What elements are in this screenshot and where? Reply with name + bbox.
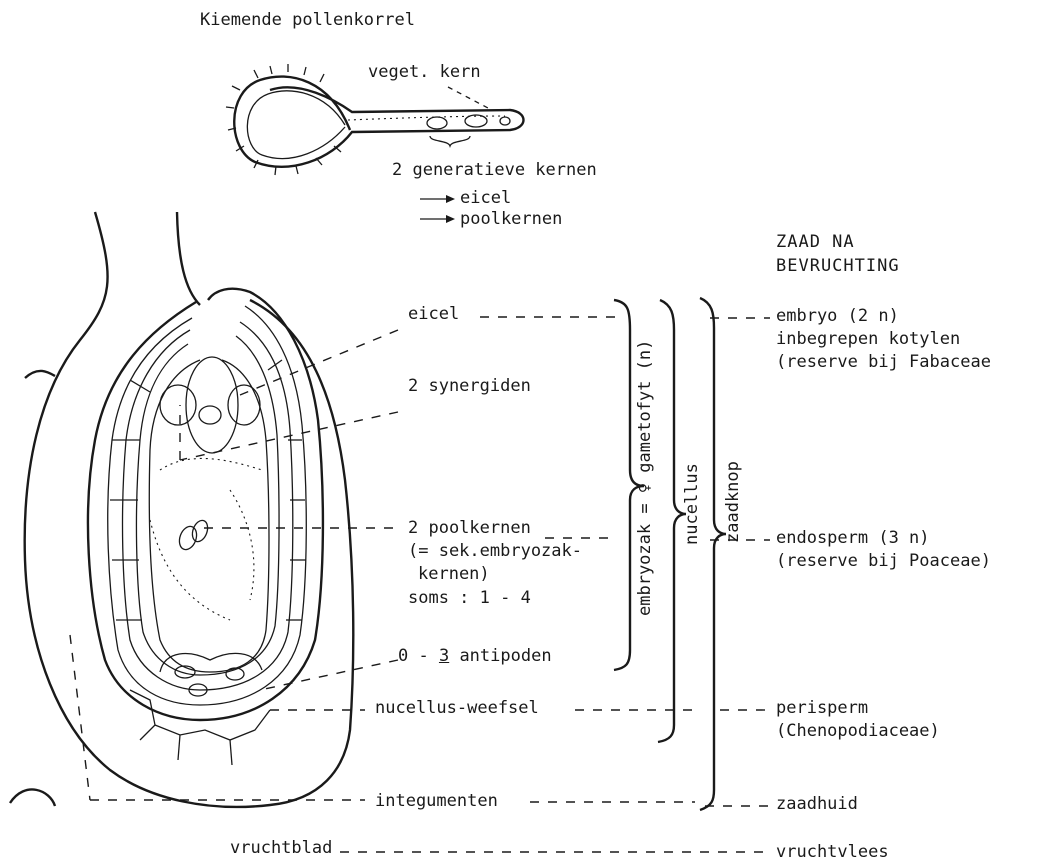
label-nucellus-weefsel: nucellus-weefsel [375, 698, 539, 718]
label-sek-kernen: kernen) [418, 564, 490, 584]
label-sek-embryozak: (= sek.embryozak- [408, 541, 582, 561]
antipoden-suffix: antipoden [449, 646, 551, 666]
label-vruchtblad: vruchtblad [230, 838, 332, 858]
margin-mark-1 [25, 371, 55, 378]
label-eicel: eicel [408, 304, 459, 324]
leader-eicel-to-cell [240, 330, 398, 395]
inner-integument-outer [123, 322, 293, 690]
label-arrow-poolkernen: poolkernen [460, 209, 562, 229]
ovule-drawing [10, 212, 353, 807]
synergid-left [160, 385, 196, 425]
label-integumenten: integumenten [375, 791, 498, 811]
label-zaadknop-vertical: zaadknop [723, 463, 743, 543]
egg-cell [186, 357, 238, 453]
label-endosperm: endosperm (3 n) [776, 528, 930, 548]
label-perisperm: perisperm [776, 698, 868, 718]
label-poolkernen: 2 poolkernen [408, 518, 531, 538]
label-arrow-eicel: eicel [460, 188, 511, 208]
leader-antipoden [260, 660, 398, 690]
arrow-poolkernen-head [446, 215, 455, 223]
pollen-grain-outer-wall [234, 77, 523, 167]
polar-nucleus-2 [190, 518, 211, 543]
antipoden-prefix: 0 - [398, 646, 439, 666]
label-embryozak-gametofyt: embryozak = ♀ gametofyt (n) [635, 356, 655, 616]
pollen-cytoplasm [348, 116, 505, 120]
arrow-eicel-head [446, 195, 455, 203]
integument-cell-walls [110, 360, 306, 620]
carpel-style-line [177, 212, 200, 305]
label-embryo-kotylen: inbegrepen kotylen [776, 329, 960, 349]
label-vruchtvlees: vruchtvlees [776, 842, 889, 862]
pollen-grain-inner-wall [247, 91, 345, 159]
embryo-sac [149, 360, 269, 672]
vegetative-nucleus [500, 117, 510, 125]
label-chenopodiaceae: (Chenopodiaceae) [776, 721, 940, 741]
label-generatieve-kernen: 2 generatieve kernen [392, 160, 597, 180]
egg-cell-nucleus [199, 406, 221, 424]
polar-nucleus-1 [176, 524, 199, 552]
generative-nucleus-2 [465, 115, 487, 127]
heading-bevruchting: BEVRUCHTING [776, 256, 900, 276]
label-embryo: embryo (2 n) [776, 306, 899, 326]
leader-integumenten-vert [70, 635, 90, 800]
bracket-zaadknop [700, 298, 726, 810]
label-veget-kern: veget. kern [368, 62, 481, 82]
diagram-title: Kiemende pollenkorrel [200, 10, 415, 30]
leader-lines [70, 317, 770, 852]
generative-nucleus-1 [427, 117, 447, 129]
label-embryo-reserve: (reserve bij Fabaceae [776, 352, 991, 372]
label-nucellus-vertical: nucellus [682, 465, 702, 545]
brackets [614, 298, 726, 810]
nucellus-tissue-cells [130, 690, 270, 765]
label-zaadhuid: zaadhuid [776, 794, 858, 814]
label-synergiden: 2 synergiden [408, 376, 531, 396]
veget-kern-leader [448, 87, 488, 108]
margin-mark-2 [10, 789, 55, 806]
antipoden-number: 3 [439, 646, 449, 666]
label-soms: soms : 1 - 4 [408, 588, 531, 608]
vacuole-dotted [150, 458, 262, 620]
generative-brace [430, 136, 470, 146]
label-antipoden: 0 - 3 antipoden [398, 646, 552, 666]
label-endosperm-reserve: (reserve bij Poaceae) [776, 551, 991, 571]
synergid-right [228, 385, 260, 425]
heading-zaad-na: ZAAD NA [776, 232, 855, 252]
carpel-left-line [25, 212, 354, 807]
